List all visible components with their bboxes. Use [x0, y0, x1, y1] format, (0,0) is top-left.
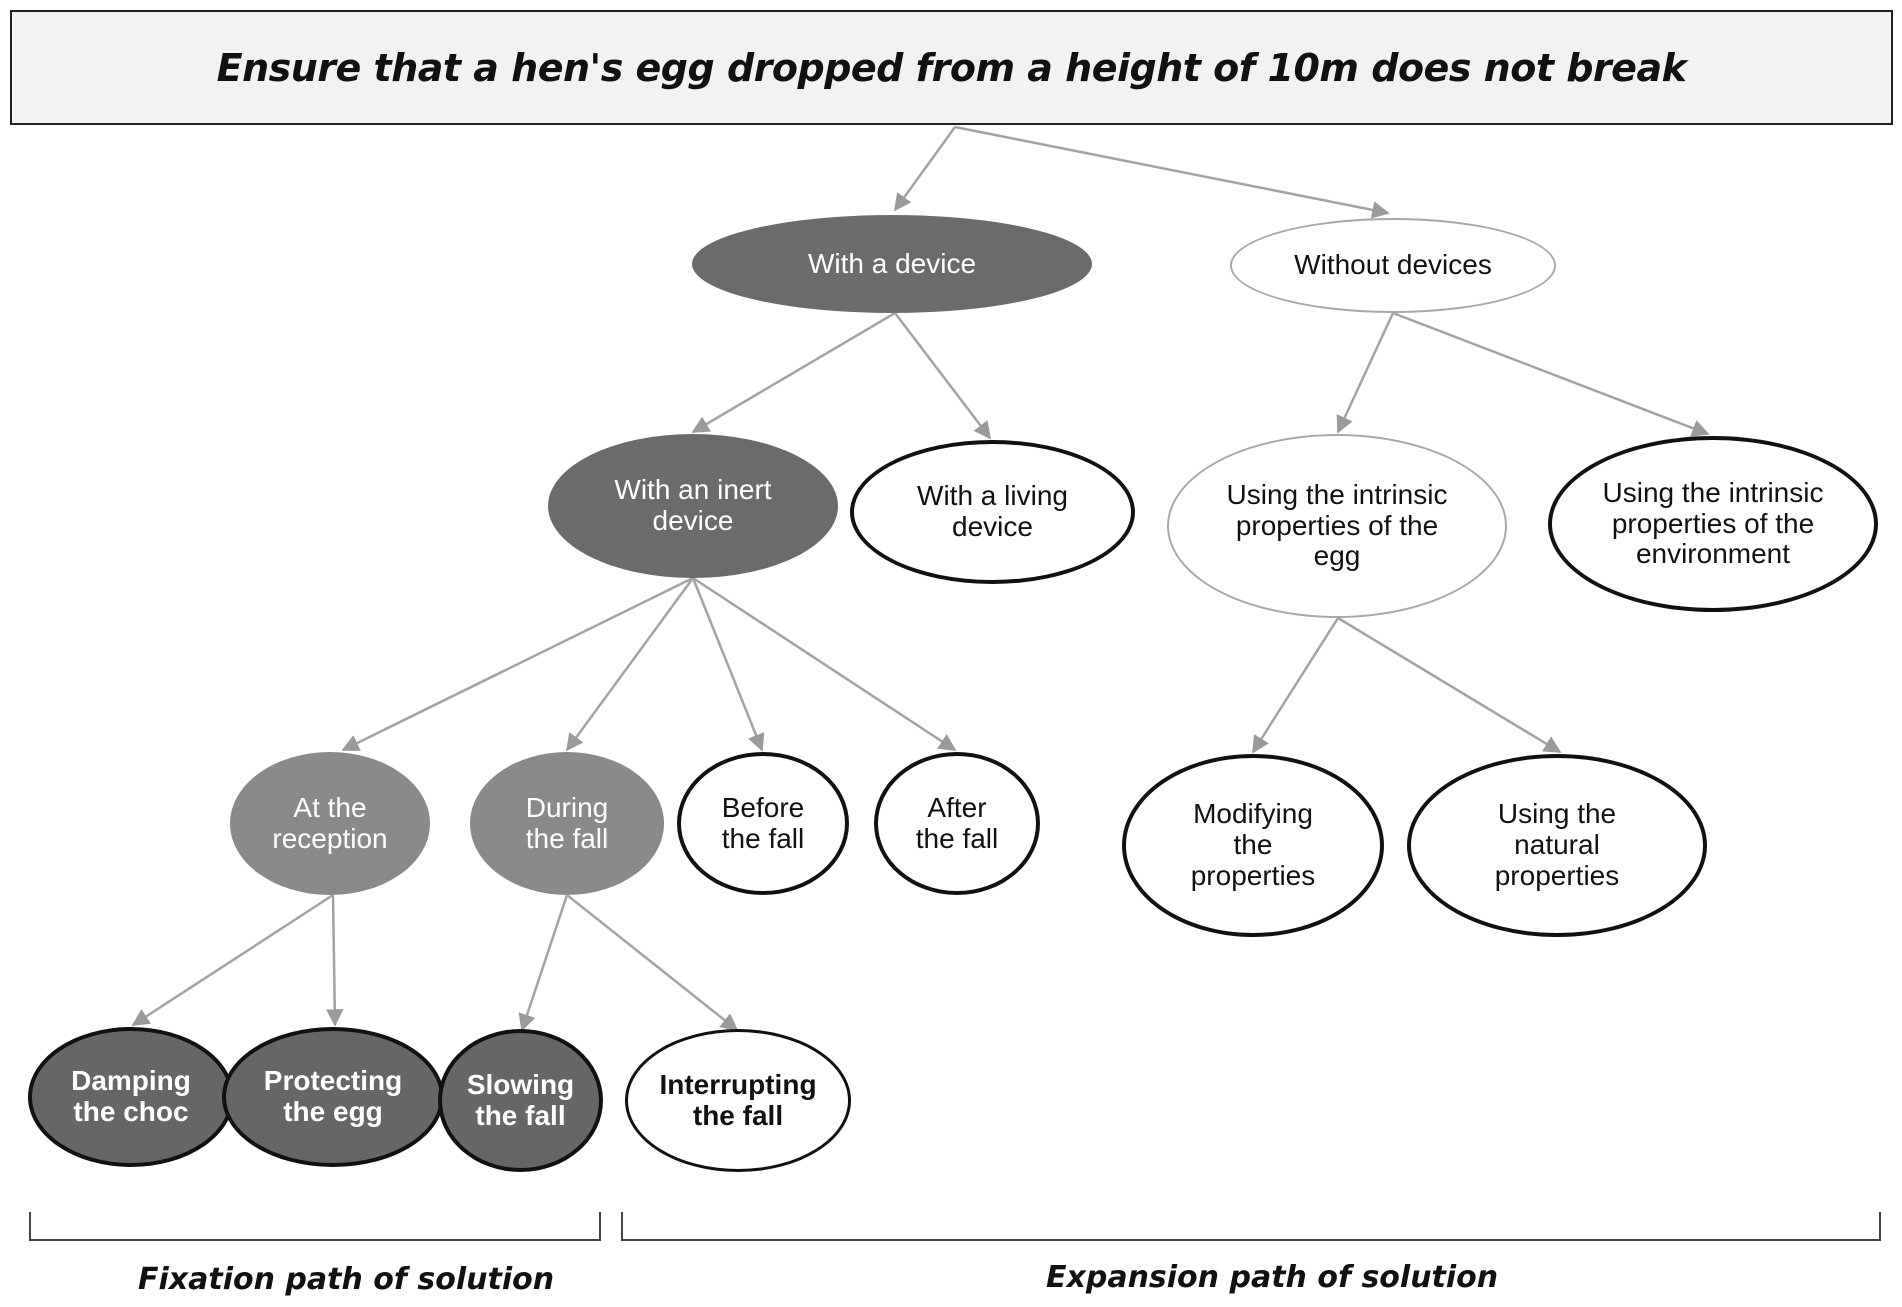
node-label: Using the intrinsic properties of the en… — [1602, 476, 1824, 570]
node-label: Using the intrinsic properties of the eg… — [1226, 478, 1448, 572]
edge-during-interrupting — [566, 894, 739, 1032]
node-label: Before the fall — [721, 791, 805, 854]
node-label: Damping the choc — [71, 1065, 191, 1127]
edge-during-slowing — [518, 894, 569, 1032]
edge-without-env — [1392, 311, 1710, 437]
node-living-device: With a living device — [850, 440, 1135, 584]
node-label: Protecting the egg — [263, 1065, 403, 1127]
node-with-device: With a device — [692, 215, 1092, 313]
edge-root-without — [954, 125, 1390, 219]
node-at-reception: At the reception — [230, 752, 430, 895]
problem-statement-box: Ensure that a hen's egg dropped from a h… — [10, 10, 1893, 125]
node-damping-choc: Damping the choc — [28, 1027, 234, 1167]
node-label: With a device — [807, 247, 977, 279]
node-label: Modifying the properties — [1190, 798, 1316, 891]
node-natural-properties: Using the natural properties — [1407, 754, 1707, 937]
node-before-fall: Before the fall — [677, 752, 849, 895]
edge-reception-protecting — [326, 894, 344, 1027]
problem-statement: Ensure that a hen's egg dropped from a h… — [216, 45, 1687, 90]
node-without-devices: Without devices — [1230, 218, 1556, 313]
node-label: With a living device — [917, 480, 1068, 542]
node-label: With an inert device — [614, 474, 772, 536]
node-label: Using the natural properties — [1494, 798, 1620, 891]
node-label: At the reception — [272, 791, 388, 854]
node-modifying-properties: Modifying the properties — [1122, 754, 1384, 937]
node-label: During the fall — [525, 791, 609, 854]
expansion-path-caption: Expansion path of solution — [1046, 1260, 1499, 1295]
bracket-expansion — [621, 1212, 1881, 1241]
edge-inert-during — [565, 577, 695, 752]
edge-reception-damping — [131, 893, 334, 1027]
bracket-fixation — [29, 1212, 601, 1241]
node-label: After the fall — [915, 791, 999, 854]
node-slowing-fall: Slowing the fall — [438, 1029, 603, 1172]
node-label: Interrupting the fall — [659, 1068, 817, 1131]
edge-device-living — [894, 312, 992, 440]
edge-without-egg — [1336, 312, 1395, 434]
edge-egg-natural — [1337, 616, 1562, 754]
node-after-fall: After the fall — [874, 752, 1040, 895]
node-label: Without devices — [1294, 249, 1492, 281]
node-protecting-egg: Protecting the egg — [222, 1027, 444, 1167]
node-intrinsic-environment: Using the intrinsic properties of the en… — [1548, 436, 1878, 612]
edge-device-inert — [691, 311, 896, 434]
edge-inert-before — [691, 577, 765, 752]
edge-egg-modifying — [1251, 617, 1340, 754]
edge-inert-after — [692, 576, 957, 752]
node-label: Slowing the fall — [466, 1068, 575, 1131]
node-inert-device: With an inert device — [548, 434, 838, 578]
node-intrinsic-egg: Using the intrinsic properties of the eg… — [1167, 434, 1507, 618]
node-during-fall: During the fall — [470, 752, 664, 895]
node-interrupting-fall: Interrupting the fall — [625, 1029, 851, 1172]
edge-root-device — [893, 126, 957, 212]
fixation-path-caption: Fixation path of solution — [138, 1262, 555, 1297]
edge-inert-reception — [341, 576, 694, 752]
